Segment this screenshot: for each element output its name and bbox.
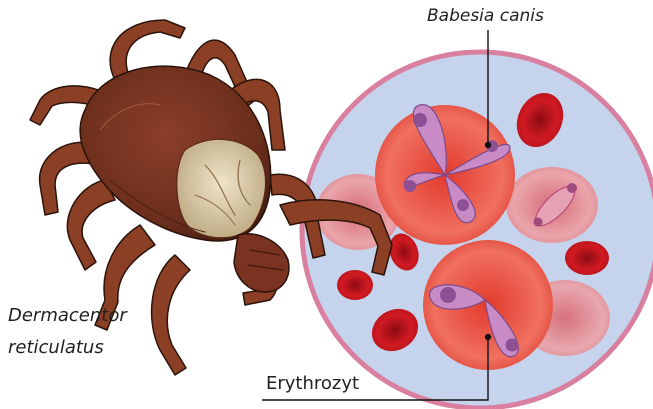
- erythrocyte-label: Erythrozyt: [266, 373, 359, 394]
- erythrocyte: [337, 270, 373, 300]
- erythrocyte-leader-dot: [486, 335, 491, 340]
- infected-erythrocyte-top: [375, 105, 515, 245]
- tick-head: [234, 234, 289, 292]
- tick-label-line1: Dermacentor: [8, 305, 127, 326]
- tick-label-line2: reticulatus: [8, 337, 104, 358]
- blood-smear-circle: [302, 52, 653, 408]
- parasite-label: Babesia canis: [427, 6, 544, 26]
- erythrocyte: [565, 241, 609, 275]
- parasite-leader-dot: [486, 143, 491, 148]
